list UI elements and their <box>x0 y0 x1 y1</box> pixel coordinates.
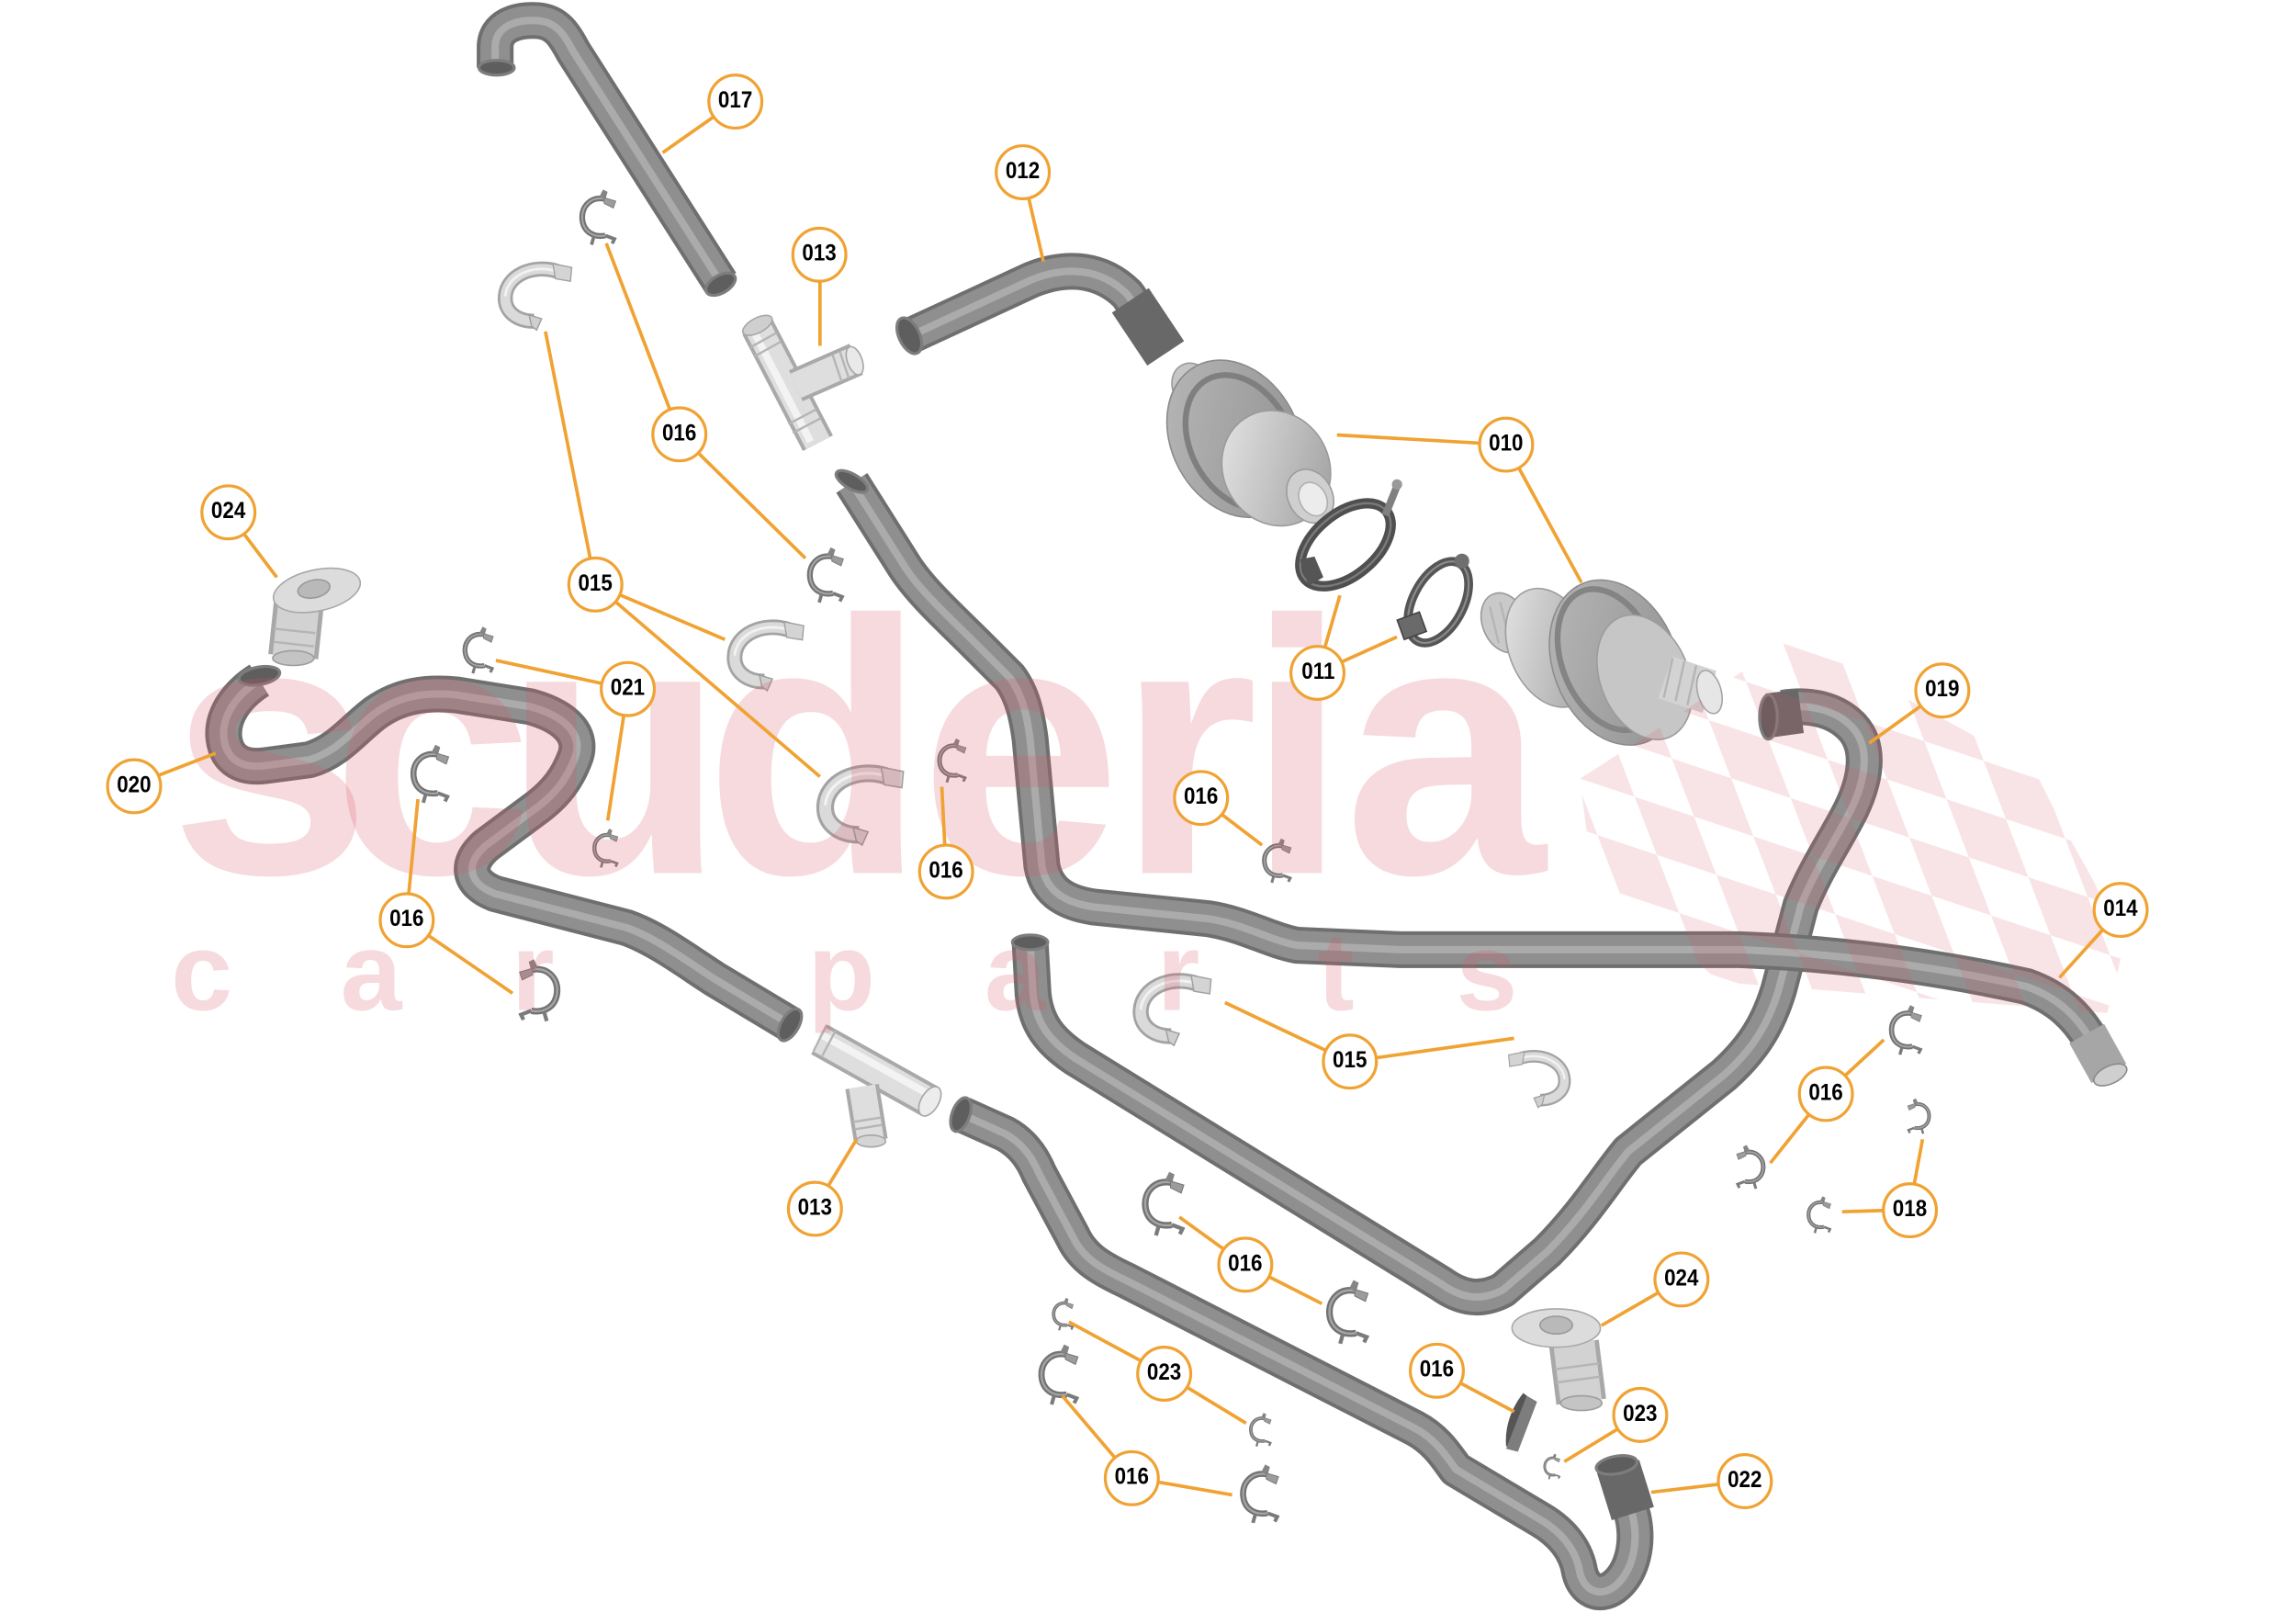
callout-label: 011 <box>1300 660 1335 685</box>
filter-010-upper <box>1165 359 1334 527</box>
callout-label: 016 <box>1807 1080 1843 1107</box>
callout-017[interactable]: 017 <box>707 73 764 130</box>
callout-label: 016 <box>1183 784 1218 810</box>
callout-label: 024 <box>1663 1266 1699 1291</box>
callout-label: 016 <box>1420 1358 1455 1383</box>
callout-016[interactable]: 016 <box>651 405 708 462</box>
callout-012[interactable]: 012 <box>994 143 1051 200</box>
callout-label: 016 <box>1228 1251 1263 1277</box>
callout-label: 013 <box>796 1195 832 1222</box>
callout-016[interactable]: 016 <box>1104 1449 1160 1506</box>
callout-label: 018 <box>1892 1196 1927 1222</box>
fitting-024-lower <box>1511 1308 1606 1412</box>
callout-016[interactable]: 016 <box>1217 1236 1274 1293</box>
callout-013[interactable]: 013 <box>786 1180 843 1237</box>
callout-015[interactable]: 015 <box>567 557 624 614</box>
callout-label: 015 <box>578 571 613 597</box>
t-fitting-013-lower <box>811 1024 942 1148</box>
callout-020[interactable]: 020 <box>106 757 163 814</box>
callout-label: 016 <box>388 907 423 932</box>
callout-010[interactable]: 010 <box>1479 416 1536 473</box>
callout-label: 017 <box>718 87 753 113</box>
clamp-011-b <box>1396 553 1473 648</box>
callout-label: 010 <box>1489 431 1525 457</box>
callout-023[interactable]: 023 <box>1136 1345 1193 1402</box>
fitting-024-upper <box>268 567 362 667</box>
callout-024[interactable]: 024 <box>1652 1251 1709 1308</box>
t-fitting-013-upper <box>741 314 864 451</box>
callout-013[interactable]: 013 <box>792 227 849 284</box>
clamp-011-a <box>1295 479 1402 592</box>
callout-014[interactable]: 014 <box>2092 881 2149 938</box>
callout-label: 013 <box>803 242 838 267</box>
callout-label: 019 <box>1925 677 1960 703</box>
callout-label: 023 <box>1623 1402 1659 1427</box>
callout-label: 020 <box>117 772 152 797</box>
callout-016[interactable]: 016 <box>377 892 434 949</box>
callout-011[interactable]: 011 <box>1289 645 1346 702</box>
callout-021[interactable]: 021 <box>600 660 657 717</box>
callout-label: 024 <box>210 499 245 524</box>
callout-015[interactable]: 015 <box>1321 1033 1378 1090</box>
callout-label: 021 <box>611 675 646 701</box>
callout-016[interactable]: 016 <box>917 844 974 900</box>
hose-012 <box>892 271 1185 357</box>
callout-016[interactable]: 016 <box>1796 1066 1853 1122</box>
callout-024[interactable]: 024 <box>199 484 256 541</box>
callout-023[interactable]: 023 <box>1613 1387 1670 1444</box>
callout-label: 015 <box>1332 1048 1367 1074</box>
callout-016[interactable]: 016 <box>1172 770 1229 827</box>
callout-022[interactable]: 022 <box>1716 1453 1773 1510</box>
callout-016[interactable]: 016 <box>1409 1343 1466 1400</box>
callout-label: 016 <box>929 859 964 885</box>
hose-017 <box>479 20 739 299</box>
hose-020 <box>223 663 806 1043</box>
callout-label: 023 <box>1147 1359 1182 1386</box>
clip-016-m <box>1505 1393 1537 1452</box>
callout-label: 022 <box>1728 1468 1762 1494</box>
callout-label: 012 <box>1005 158 1040 185</box>
callout-019[interactable]: 019 <box>1914 661 1971 718</box>
hose-014 <box>833 467 2128 1090</box>
callout-label: 016 <box>1114 1464 1150 1490</box>
callout-018[interactable]: 018 <box>1881 1181 1938 1238</box>
callout-label: 014 <box>2103 896 2138 921</box>
callout-label: 016 <box>662 420 697 446</box>
